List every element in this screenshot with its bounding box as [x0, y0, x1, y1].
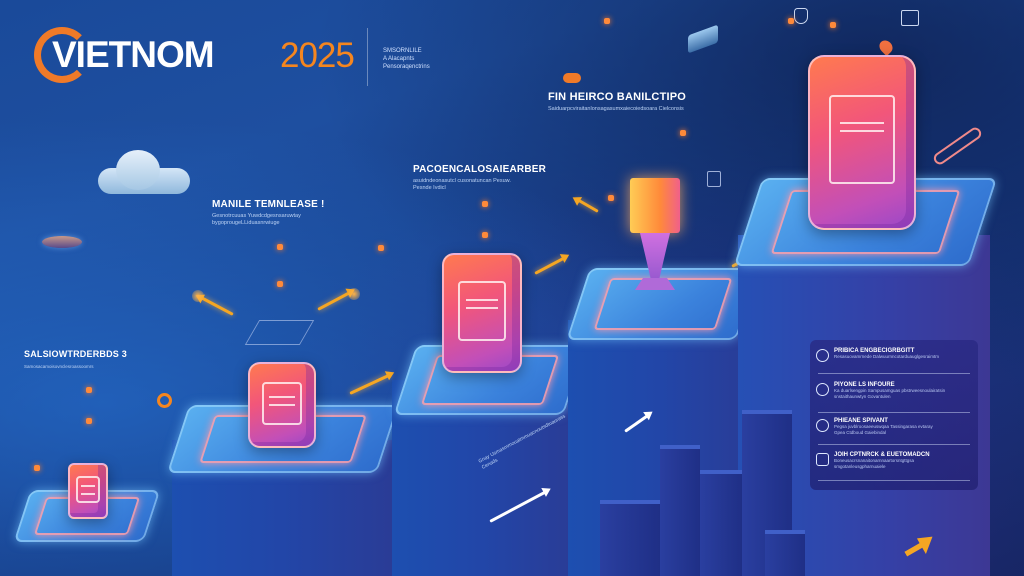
header-divider — [367, 28, 368, 86]
divider — [818, 373, 970, 374]
panel-item-desc: Pegsa juvblroosaeeuswqaa Tassingarasa ev… — [834, 424, 933, 435]
spark-icon — [608, 195, 614, 201]
header-tagline: SMSORNLILE A Alacapnts Pensoraqenctrins — [383, 47, 493, 71]
tagline-line-3: Pensoraqenctrins — [383, 64, 430, 70]
step-2-title: MANILE TEMNLEASE ! — [212, 199, 325, 210]
panel-item-title: PRIBICA ENGBECIGRBGITT — [834, 348, 915, 354]
step-3-card — [442, 253, 522, 373]
info-panel: PRIBICA ENGBECIGRBGITT Resasuovamrnede D… — [810, 340, 978, 490]
spark-icon — [482, 201, 488, 207]
tagline-line-2: A Alacapnts — [383, 56, 415, 62]
divider — [818, 444, 970, 445]
box-icon — [816, 453, 829, 466]
refresh-icon — [816, 383, 829, 396]
spark-icon — [86, 387, 92, 393]
panel-item-2: PIYONE LS INFOURE Ka duarlsengpin Sampus… — [816, 382, 972, 399]
step-5-card — [808, 55, 916, 230]
tagline-line-1: SMSORNLILE — [383, 48, 422, 54]
spark-icon — [680, 130, 686, 136]
step-1-title: SALSIOWTRDERBDS 3 — [24, 349, 127, 359]
spark-icon — [277, 244, 283, 250]
spark-icon — [86, 418, 92, 424]
panel-item-desc: Ka duarlsengpin Sampusamguas pbstrweesno… — [834, 388, 946, 399]
step-2-desc: Gesnotrcuuas Yuwdcdgesnsaruwtay bygoprou… — [212, 213, 301, 226]
glow-icon — [192, 290, 204, 302]
spark-icon — [830, 22, 836, 28]
step-1-desc: Samosacamoisovnclesroassoomrs — [24, 364, 94, 369]
book-icon — [707, 171, 721, 187]
logo-wordmark: VIETNOM — [52, 34, 215, 75]
glow-icon — [348, 288, 360, 300]
building-icon — [765, 530, 805, 576]
user-icon — [816, 419, 829, 432]
step-3-title: PACOENCALOSAIEARBER — [413, 164, 547, 175]
panel-item-title: PIYONE LS INFOURE — [834, 382, 895, 388]
divider — [818, 480, 970, 481]
spark-icon — [277, 281, 283, 287]
building-icon — [660, 445, 700, 576]
spark-icon — [482, 232, 488, 238]
step-2-card — [248, 362, 316, 448]
step-4-desc: Saiduarpcviraitanlonsagasumxaiecoiedsoar… — [548, 106, 684, 112]
monitor-icon — [901, 10, 919, 26]
step-4-title: FIN HEIRCO BANILCTIPO — [548, 91, 687, 103]
spark-icon — [378, 245, 384, 251]
building-icon — [600, 500, 660, 576]
panel-item-4: JOIH CPTNRCK & EUETOMADCN Boneusacrsnana… — [816, 452, 972, 469]
spark-icon — [604, 18, 610, 24]
divider — [818, 412, 970, 413]
step-1-card — [68, 463, 108, 519]
shield-icon — [794, 8, 808, 24]
logo-year: 2025 — [280, 36, 355, 75]
panel-item-3: PHIEANE SPIVANT Pegsa juvblroosaeeuswqaa… — [816, 418, 972, 435]
drone-icon — [42, 236, 82, 248]
panel-item-desc: Boneusacrsnanaitonarnnaartorsntgttgsa sm… — [834, 458, 915, 469]
spark-icon — [788, 18, 794, 24]
spark-icon — [34, 465, 40, 471]
step-3-desc: asuidndeonasutcl cusonatuncan Pesuw. Pes… — [413, 178, 511, 191]
cloud-icon — [98, 150, 190, 194]
panel-item-desc: Resasuovamrnede Dalwuurnncotarduauglgesr… — [834, 354, 940, 359]
badge-icon — [563, 73, 581, 83]
document-icon — [816, 349, 829, 362]
logo-ring-icon — [34, 27, 90, 83]
panel-item-1: PRIBICA ENGBECIGRBGITT Resasuovamrnede D… — [816, 348, 972, 362]
building-icon — [700, 470, 742, 576]
panel-item-title: PHIEANE SPIVANT — [834, 418, 888, 424]
coin-icon — [157, 393, 172, 408]
trophy-icon — [630, 178, 680, 298]
panel-item-title: JOIH CPTNRCK & EUETOMADCN — [834, 452, 930, 458]
